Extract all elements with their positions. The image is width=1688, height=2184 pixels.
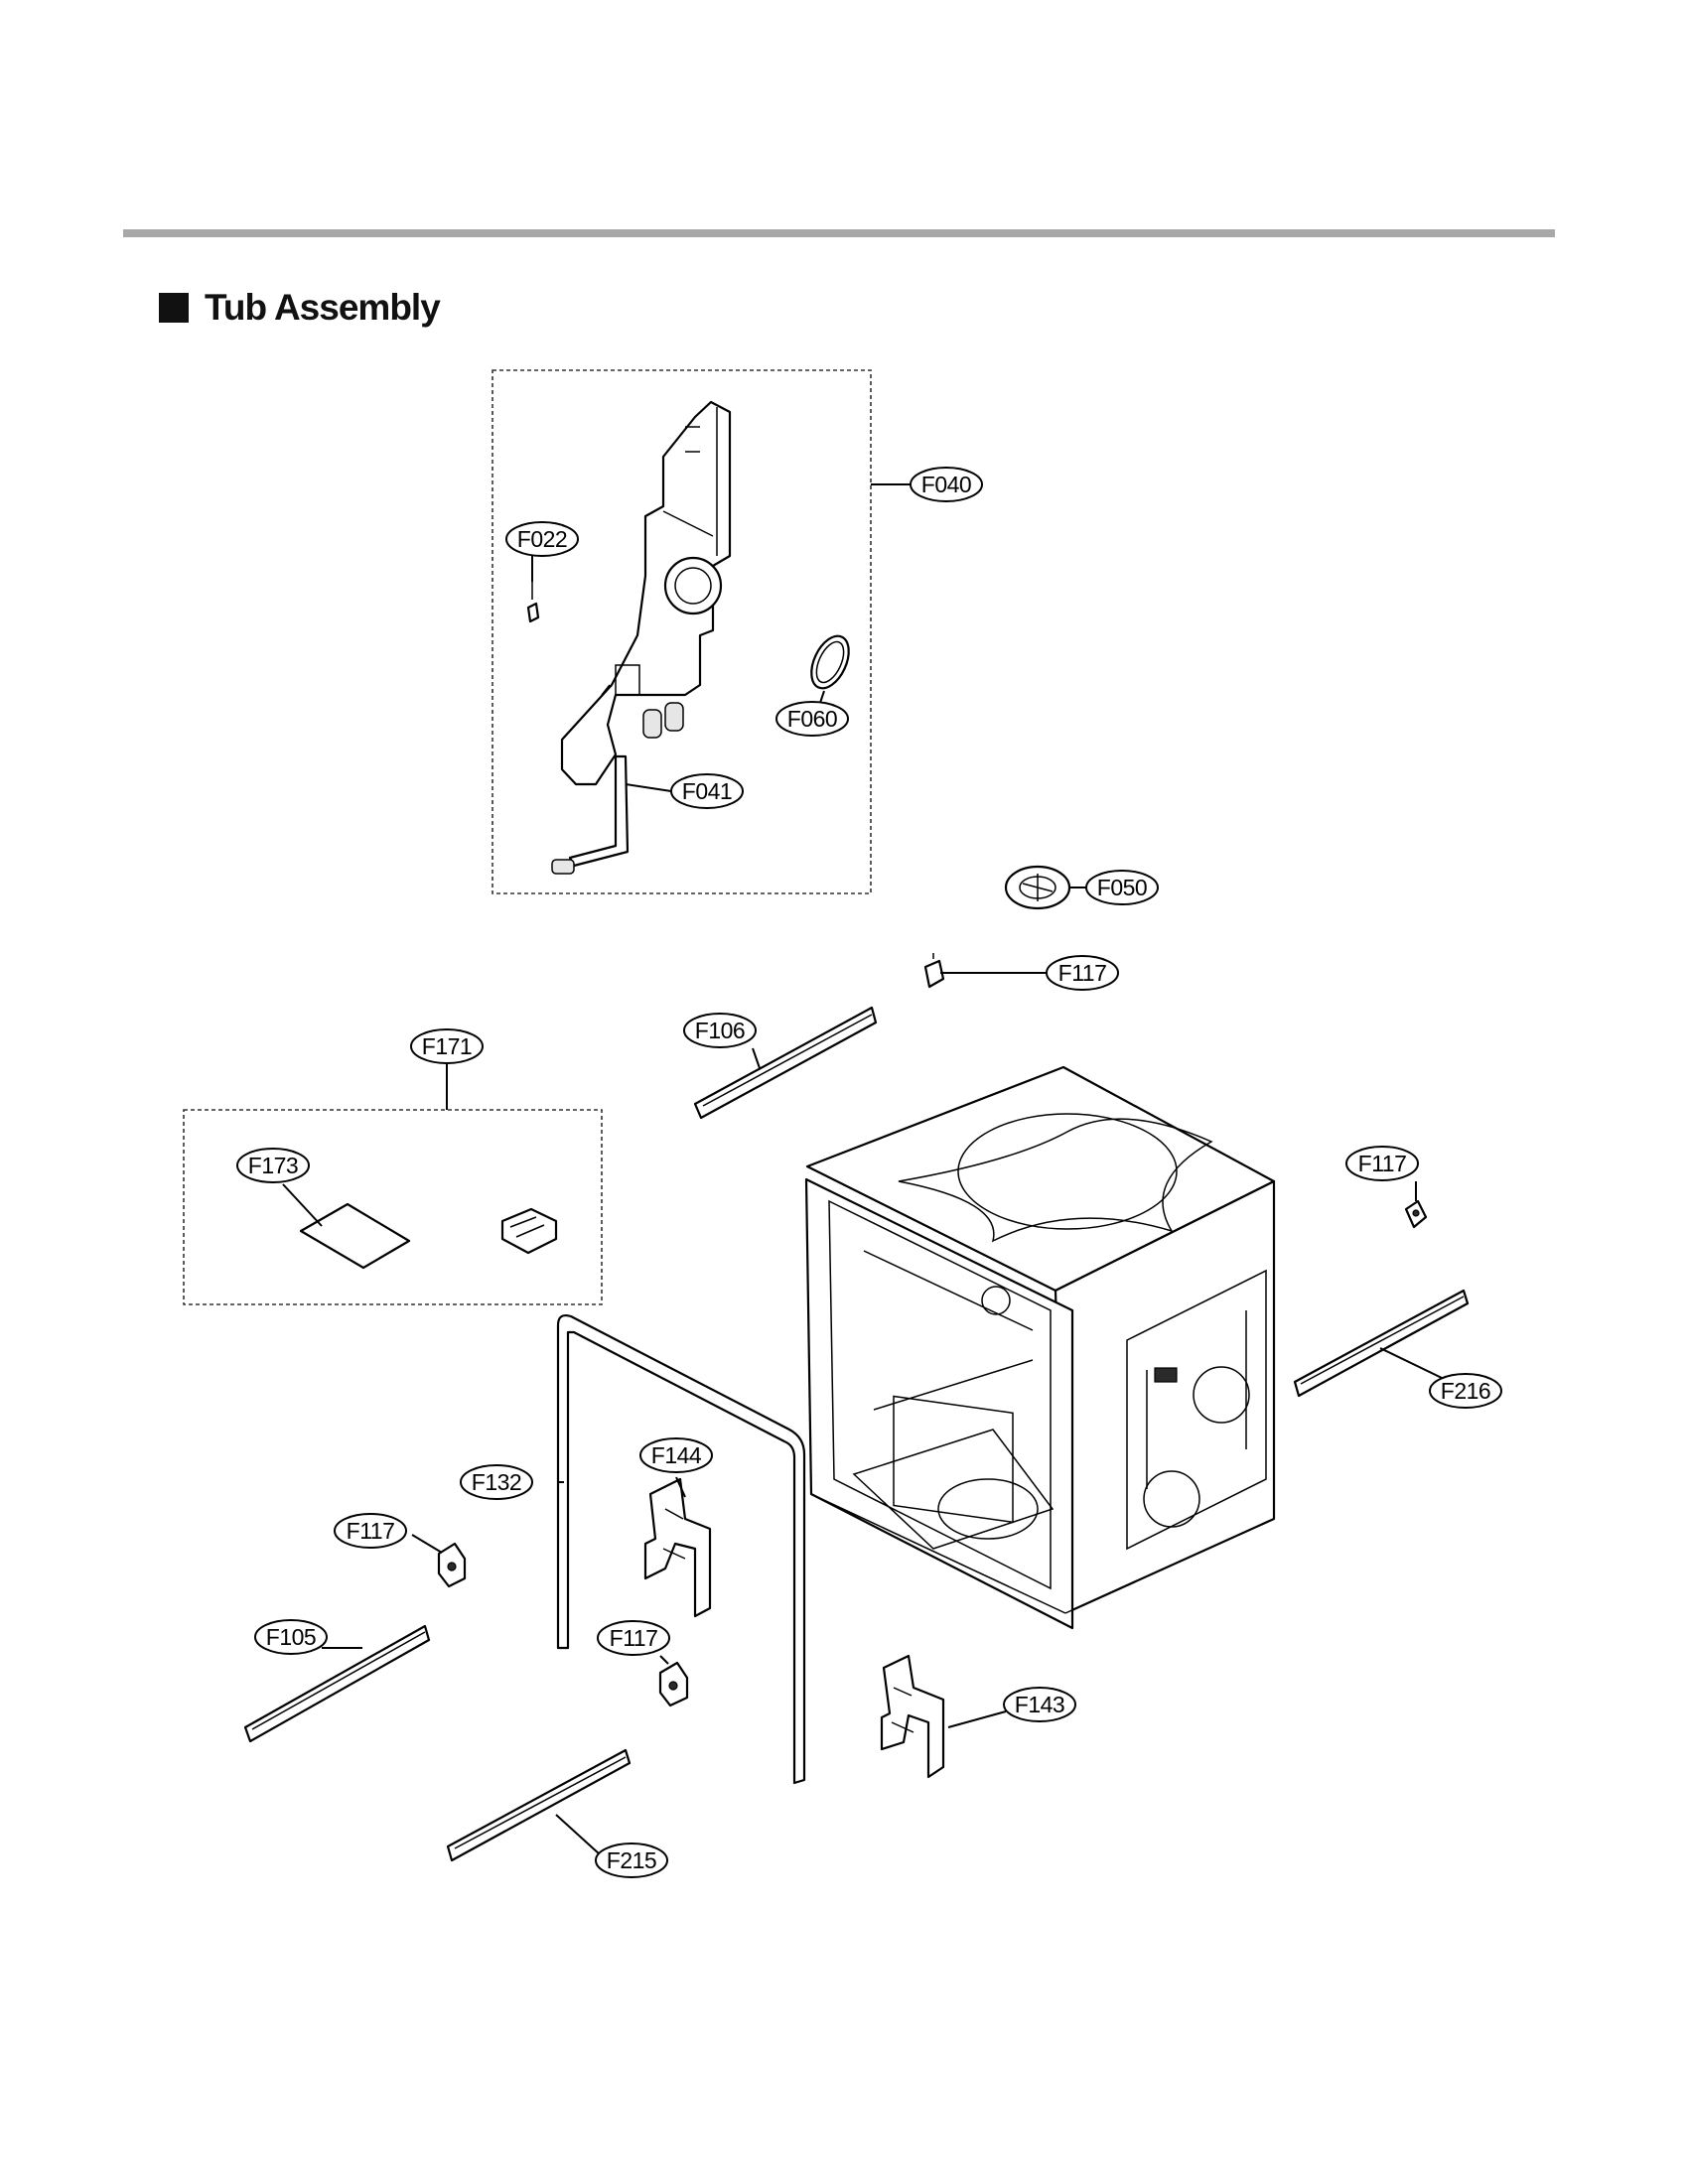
callout-f050: F050 xyxy=(1085,870,1159,905)
callout-f215-label: F215 xyxy=(607,1847,656,1873)
rail-stopper-part-mid xyxy=(658,1661,689,1707)
manual-sheet-part xyxy=(299,1202,411,1270)
callout-f040: F040 xyxy=(910,467,983,502)
distributor-panel-part xyxy=(560,400,732,786)
filled-square-icon xyxy=(159,293,189,323)
callout-f143-label: F143 xyxy=(1015,1692,1064,1717)
callout-f105-label: F105 xyxy=(266,1624,316,1650)
rail-stopper-part-right xyxy=(1404,1199,1428,1229)
rail-stopper-part-top xyxy=(923,953,945,989)
callout-f144: F144 xyxy=(639,1437,713,1473)
callout-f117-mid-label: F117 xyxy=(610,1625,658,1651)
cable-clip-part xyxy=(500,1207,558,1255)
callout-f171: F171 xyxy=(410,1028,484,1064)
callout-f132: F132 xyxy=(460,1464,533,1500)
callout-f050-label: F050 xyxy=(1097,875,1147,900)
rail-stopper-part-left xyxy=(437,1542,467,1588)
section-title: Tub Assembly xyxy=(205,287,441,328)
callout-f117-mid: F117 xyxy=(597,1620,670,1656)
door-gasket-part xyxy=(556,1313,806,1785)
callout-f117-left: F117 xyxy=(334,1513,407,1549)
callout-f215: F215 xyxy=(595,1843,668,1878)
filter-cap-part xyxy=(1004,865,1071,910)
callout-f060-label: F060 xyxy=(787,706,837,732)
callout-f171-label: F171 xyxy=(422,1033,472,1059)
top-divider-rule xyxy=(123,229,1555,237)
callout-f173: F173 xyxy=(236,1148,310,1183)
callout-f105: F105 xyxy=(254,1619,328,1655)
callout-f040-label: F040 xyxy=(921,472,971,497)
upper-rail-part xyxy=(693,1006,878,1120)
callout-f144-label: F144 xyxy=(651,1442,702,1468)
left-hinge-bracket-part xyxy=(643,1477,712,1618)
callout-f117-top: F117 xyxy=(1046,955,1119,991)
callout-f041: F041 xyxy=(670,773,744,809)
tub-body-part xyxy=(804,1065,1276,1630)
lower-right-rail-part xyxy=(1293,1289,1470,1398)
bottom-rail-part xyxy=(446,1748,632,1862)
callout-f106: F106 xyxy=(683,1013,757,1048)
callout-f060: F060 xyxy=(775,701,849,737)
callout-f022: F022 xyxy=(505,521,579,557)
callout-f216-label: F216 xyxy=(1441,1378,1490,1404)
callout-f106-label: F106 xyxy=(695,1018,745,1043)
callout-f041-label: F041 xyxy=(682,778,732,804)
callout-f117-top-label: F117 xyxy=(1058,960,1107,986)
callout-f117-right: F117 xyxy=(1345,1146,1419,1181)
callout-f117-left-label: F117 xyxy=(347,1518,395,1544)
accessory-group-box xyxy=(183,1109,603,1305)
sump-group-box xyxy=(492,369,872,894)
screw-part xyxy=(526,582,540,623)
drain-hose-part xyxy=(551,754,630,875)
section-heading: Tub Assembly xyxy=(159,283,441,333)
callout-f132-label: F132 xyxy=(472,1469,521,1495)
callout-f173-label: F173 xyxy=(248,1153,298,1178)
right-hinge-bracket-part xyxy=(880,1654,945,1779)
callout-f022-label: F022 xyxy=(517,526,567,552)
o-ring-seal-part xyxy=(810,634,850,690)
callout-f216: F216 xyxy=(1429,1373,1502,1409)
callout-f117-right-label: F117 xyxy=(1358,1151,1407,1176)
lower-left-rail-part xyxy=(243,1624,431,1743)
callout-f143: F143 xyxy=(1003,1687,1076,1722)
